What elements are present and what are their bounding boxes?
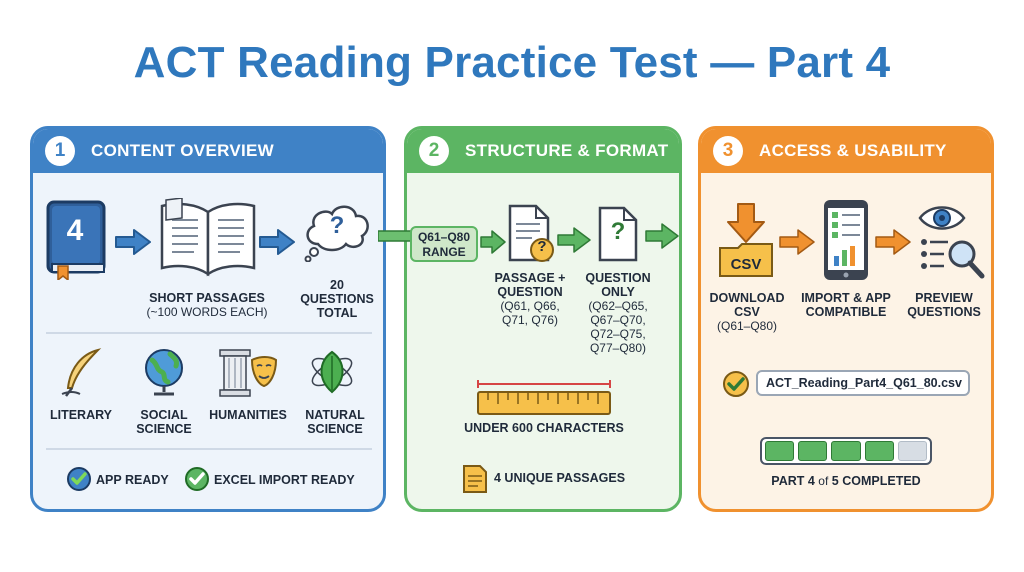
- question-mark: ?: [610, 218, 626, 245]
- unique-passages: 4 UNIQUE PASSAGES: [494, 471, 626, 485]
- category-social-science-line2: SCIENCE: [136, 422, 192, 436]
- panel-number-badge: 1: [45, 136, 75, 166]
- arrow-right-icon: [115, 229, 151, 255]
- arrow-right-icon: [259, 229, 295, 255]
- download-label: DOWNLOAD: [709, 291, 785, 305]
- category-humanities: HUMANITIES: [209, 408, 287, 422]
- progress-segment: [897, 441, 928, 461]
- progress-label: PART 4 of 5 COMPLETED: [730, 474, 962, 488]
- divider: [46, 332, 372, 334]
- progress-segment: [864, 441, 894, 461]
- panel-title: ACCESS & USABILITY: [759, 141, 947, 160]
- panel-title: CONTENT OVERVIEW: [91, 141, 275, 160]
- quill-icon: [61, 348, 102, 397]
- download-sub: (Q61–Q80): [716, 319, 778, 333]
- check-circle-icon: [67, 467, 91, 491]
- passage-question-label: PASSAGE +: [494, 271, 566, 285]
- passage-question-sub-2: Q71, Q76): [501, 313, 559, 327]
- atom-leaf-icon: [311, 350, 353, 394]
- question-mark: ?: [329, 212, 345, 239]
- panel-structure-format: 2 STRUCTURE & FORMAT: [404, 126, 682, 512]
- arrow-right-icon: [779, 229, 815, 255]
- question-only-sub-3: Q72–Q75,: [590, 327, 646, 341]
- check-circle-icon: [723, 371, 749, 397]
- category-literary: LITERARY: [49, 408, 113, 422]
- open-book-icon: [160, 198, 256, 277]
- category-natural-science-line2: SCIENCE: [307, 422, 363, 436]
- note-icon: [463, 465, 487, 493]
- questions-count: 20: [330, 278, 344, 292]
- question-only-sub: (Q62–Q65,: [588, 299, 648, 313]
- passage-question-label-2: QUESTION: [497, 285, 563, 299]
- file-name-box: ACT_Reading_Part4_Q61_80.csv: [756, 370, 970, 396]
- app-ready-badge: APP READY: [96, 473, 169, 487]
- panel-header: 1 CONTENT OVERVIEW: [33, 129, 383, 173]
- range-sub: RANGE: [422, 245, 466, 259]
- thought-cloud-icon: [304, 205, 369, 262]
- document-question-icon: [598, 206, 638, 262]
- progress-bar: [760, 437, 932, 465]
- column-icon: [219, 349, 278, 397]
- questions-label: QUESTIONS: [300, 292, 374, 306]
- range-box: Q61–Q80 RANGE: [410, 226, 478, 262]
- questions-total: TOTAL: [316, 306, 358, 320]
- category-social-science: SOCIAL: [140, 408, 188, 422]
- connector-icon: [378, 230, 414, 242]
- passage-question-sub: (Q61, Q66,: [500, 299, 560, 313]
- panel-number-badge: 3: [713, 136, 743, 166]
- panel-header: 3 ACCESS & USABILITY: [701, 129, 991, 173]
- page-title: ACT Reading Practice Test — Part 4: [133, 38, 891, 87]
- progress-segment: [798, 441, 828, 461]
- progress-segment: [765, 441, 795, 461]
- import-label: IMPORT & APP: [801, 291, 891, 305]
- document-question-icon: [508, 204, 554, 262]
- check-circle-icon: [185, 467, 209, 491]
- preview-label-2: QUESTIONS: [907, 305, 981, 319]
- question-mark: ?: [537, 238, 547, 255]
- book-icon: [46, 200, 106, 280]
- book-number: 4: [66, 214, 84, 247]
- passages-sub: (~100 WORDS EACH): [146, 305, 268, 319]
- import-label-2: COMPATIBLE: [805, 305, 887, 319]
- panel-header: 2 STRUCTURE & FORMAT: [407, 129, 679, 173]
- question-only-sub-4: Q77–Q80): [589, 341, 647, 355]
- progress-rest: 5 COMPLETED: [831, 474, 921, 488]
- download-label-2: CSV: [734, 305, 760, 319]
- category-natural-science: NATURAL: [305, 408, 365, 422]
- progress-of: of: [818, 474, 829, 488]
- arrow-right-icon: [480, 230, 506, 254]
- progress-part: PART 4: [771, 474, 815, 488]
- question-only-sub-2: Q67–Q70,: [590, 313, 646, 327]
- arrow-right-icon: [875, 229, 911, 255]
- panel-content-overview: 1 CONTENT OVERVIEW: [30, 126, 386, 512]
- tablet-icon: [824, 200, 868, 280]
- panel-title: STRUCTURE & FORMAT: [465, 141, 669, 160]
- globe-icon: [145, 349, 183, 396]
- arrow-right-icon: [645, 223, 679, 249]
- passages-label: SHORT PASSAGES: [149, 291, 265, 305]
- divider: [46, 448, 372, 450]
- panel-number-badge: 2: [419, 136, 449, 166]
- eye-list-icon: [918, 206, 985, 279]
- excel-import-ready-badge: EXCEL IMPORT READY: [214, 473, 355, 487]
- range-label: Q61–Q80: [417, 230, 471, 244]
- question-only-label-2: ONLY: [601, 285, 635, 299]
- progress-segment: [831, 441, 861, 461]
- download-arrow-icon: [719, 203, 773, 277]
- character-limit: UNDER 600 CHARACTERS: [464, 421, 624, 435]
- arrow-right-icon: [557, 227, 591, 253]
- csv-icon-label: CSV: [730, 256, 762, 273]
- question-only-label: QUESTION: [585, 271, 651, 285]
- ruler-icon: [477, 380, 611, 415]
- preview-label: PREVIEW: [915, 291, 973, 305]
